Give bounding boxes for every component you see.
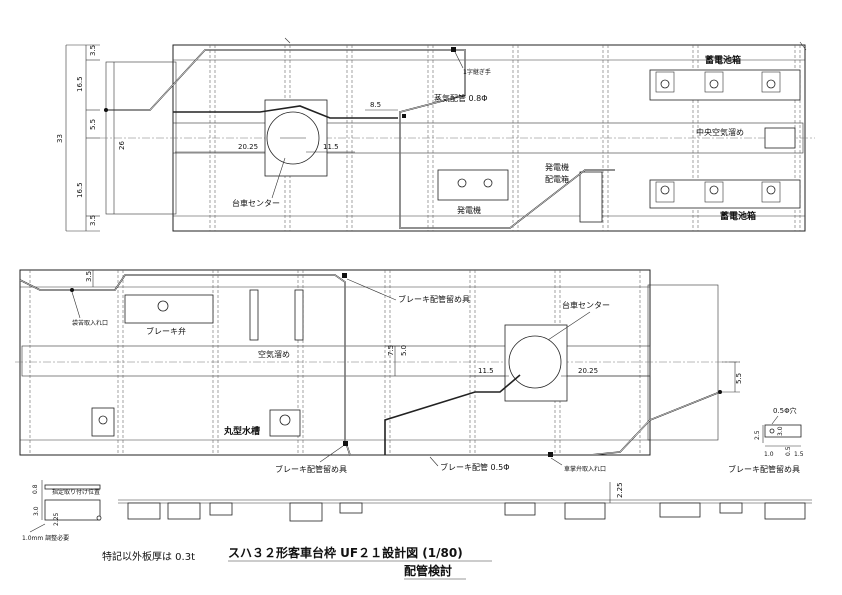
drawing-subtitle: 配管検討: [404, 563, 452, 578]
side-detail: 0.8 指定取り付け位置 3.0 2.25 1.0mm 調整必要: [22, 480, 102, 542]
label-brake-pipe: ブレーキ配管 0.5Φ: [440, 462, 510, 472]
label-water-tank: 丸型水槽: [223, 425, 260, 437]
dim-2025-bottom: 20.25: [578, 367, 598, 375]
dim-55-right: 5.5: [735, 373, 743, 384]
dim-115-bottom: 11.5: [478, 367, 494, 375]
detail-dim-10: 1.0: [764, 451, 774, 458]
dim-35-left: 3.5: [85, 271, 93, 282]
label-gen-box-1: 発電機: [545, 162, 569, 172]
label-bogie-top: 台車センター: [232, 198, 280, 208]
top-plan-view: 3.5 16.5 5.5 33 26 16.5 3.5 8.5 20.25 11…: [56, 37, 815, 232]
plate-thickness-note: 特記以外板厚は 0.3t: [102, 550, 195, 563]
generator-box: [437, 169, 509, 201]
label-brake-valve: ブレーキ弁: [146, 326, 186, 336]
label-gen-box-2: 配電箱: [545, 174, 569, 184]
dim-115-top: 11.5: [323, 143, 339, 151]
label-generator: 発電機: [457, 205, 481, 215]
label-center-air: 中央空気溜め: [696, 127, 744, 137]
label-battery-top: 蓄電池箱: [705, 54, 741, 66]
detail-dim-30: 3.0: [777, 426, 784, 436]
side-dim-225: 2.25: [53, 512, 60, 526]
dim-35-top: 3.5: [89, 45, 97, 56]
label-steam-pipe: 蒸気配管 0.8Φ: [434, 93, 488, 103]
drawing-title: スハ３２形客車台枠 UF２１設計図 (1/80): [228, 545, 463, 560]
side-dim-30: 3.0: [33, 506, 40, 516]
dim-165-bottom: 16.5: [76, 182, 84, 198]
end-beam-block-2: [647, 284, 719, 441]
side-dim-08: 0.8: [32, 484, 39, 494]
label-bag-inlet: 袋苦取入れ口: [72, 319, 108, 327]
battery-box-bottom: [649, 179, 801, 209]
label-joint: 1字継ぎ手: [463, 68, 491, 76]
detail-dim-25: 2.5: [754, 430, 761, 440]
dim-26: 26: [118, 141, 126, 150]
detail-caption: ブレーキ配管留め具: [728, 464, 800, 474]
detail-dim-15: 1.5: [794, 451, 804, 458]
dim-55: 5.5: [89, 119, 97, 130]
dim-85: 8.5: [370, 101, 381, 109]
dim-33: 33: [56, 134, 64, 143]
label-air-tank: 空気溜め: [258, 349, 290, 359]
side-view-dim-225: 2.25: [616, 482, 624, 498]
dim-50: 5.0: [400, 345, 408, 356]
side-elevation: 2.25: [118, 482, 812, 522]
label-hand-brake: 車掌弁取入れ口: [564, 465, 606, 473]
bottom-plan-view: 3.5 7.5 5.0 11.5 20.25 5.5 袋苦取入れ口 ブレーキ弁 …: [15, 269, 743, 474]
brake-valve-box: [124, 294, 214, 324]
battery-box-top: [649, 69, 801, 101]
title-block: 特記以外板厚は 0.3t スハ３２形客車台枠 UF２１設計図 (1/80) 配管…: [102, 545, 492, 580]
label-brake-clamp-top: ブレーキ配管留め具: [398, 294, 470, 304]
distribution-box: [579, 171, 603, 223]
center-air-tank: [764, 127, 796, 149]
label-hole: 0.5Φ穴: [773, 406, 797, 415]
label-brake-clamp-bottom: ブレーキ配管留め具: [275, 464, 347, 474]
clamp-detail: 0.5Φ穴 2.5 3.0 1.0 0.5 1.5 ブレーキ配管留め具: [728, 406, 804, 474]
label-bogie-bottom: 台車センター: [562, 300, 610, 310]
side-label-pos: 指定取り付け位置: [52, 488, 100, 496]
dim-2025-top: 20.25: [238, 143, 258, 151]
dim-165-top: 16.5: [76, 76, 84, 92]
label-battery-bottom: 蓄電池箱: [720, 210, 756, 222]
center-beam-2: [21, 345, 651, 377]
dim-75: 7.5: [387, 345, 395, 356]
side-label-adjust: 1.0mm 調整必要: [22, 534, 69, 542]
bogie-center-circle-2: [508, 335, 562, 389]
joint-fitting: [451, 47, 456, 52]
dim-35-bottom: 3.5: [89, 215, 97, 226]
detail-dim-05: 0.5: [785, 446, 792, 456]
